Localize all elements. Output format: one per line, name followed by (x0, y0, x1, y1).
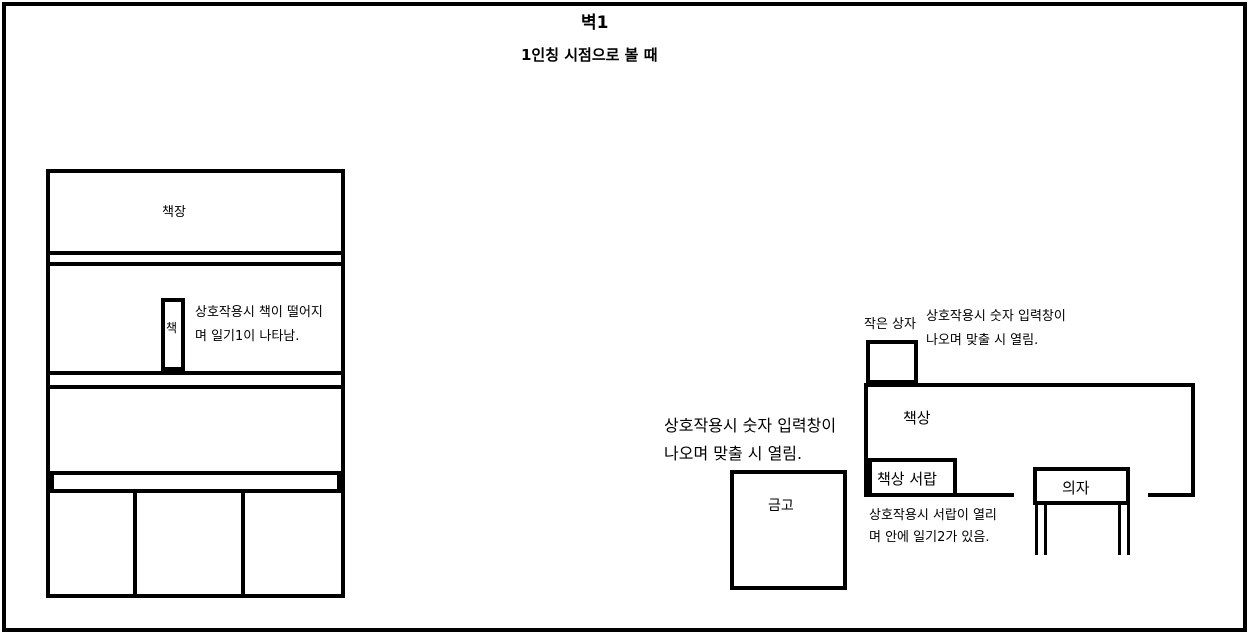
drawer-note-line-1: 상호작용시 서랍이 열리 (869, 508, 997, 523)
safe-box[interactable] (730, 470, 847, 590)
desk-label: 책상 (903, 409, 931, 427)
book-note-line-1: 상호작용시 책이 떨어지 (195, 305, 323, 320)
small-box-shape[interactable] (866, 340, 918, 384)
desk-drawer-label: 책상 서랍 (877, 470, 937, 488)
desk-right-side (1191, 383, 1195, 497)
safe-note-line-1: 상호작용시 숫자 입력창이 (664, 416, 837, 435)
bookshelf-outline (46, 169, 345, 598)
book[interactable] (161, 298, 185, 371)
small-box-note-line-2: 나오며 맞출 시 열림. (926, 333, 1039, 348)
chair-leg (1035, 505, 1038, 555)
chair-leg (1118, 505, 1121, 555)
chair-seat[interactable] (1033, 467, 1130, 505)
desk-bottom-edge (1148, 493, 1195, 497)
safe-note-line-2: 나오며 맞출 시 열림. (664, 444, 803, 463)
shelf-board (46, 251, 345, 255)
drawer-note-line-2: 며 안에 일기2가 있음. (869, 530, 990, 545)
desk-top (864, 383, 1195, 387)
safe-label: 금고 (768, 498, 794, 514)
book-note-line-2: 며 일기1이 나타남. (195, 329, 300, 344)
view-subtitle: 1인칭 시점으로 볼 때 (521, 46, 658, 64)
chair-label: 의자 (1062, 479, 1090, 497)
chair-leg (1127, 505, 1130, 555)
chair-leg (1044, 505, 1047, 555)
shelf-board (46, 262, 345, 266)
shelf-board (46, 489, 345, 493)
shelf-edge (337, 475, 345, 489)
cabinet-divider (241, 493, 245, 598)
shelf-edge (46, 475, 54, 489)
bookshelf-label: 책장 (162, 205, 186, 220)
small-box-label: 작은 상자 (864, 317, 916, 332)
desk-drawer[interactable] (868, 458, 957, 497)
wall-title: 벽1 (581, 13, 609, 33)
desk-left-side (864, 383, 868, 497)
shelf-board (46, 371, 345, 375)
shelf-board (46, 385, 345, 389)
book-label: 책 (166, 321, 178, 335)
shelf-board (46, 471, 345, 475)
small-box-note-line-1: 상호작용시 숫자 입력창이 (926, 309, 1066, 324)
cabinet-divider (133, 493, 137, 598)
